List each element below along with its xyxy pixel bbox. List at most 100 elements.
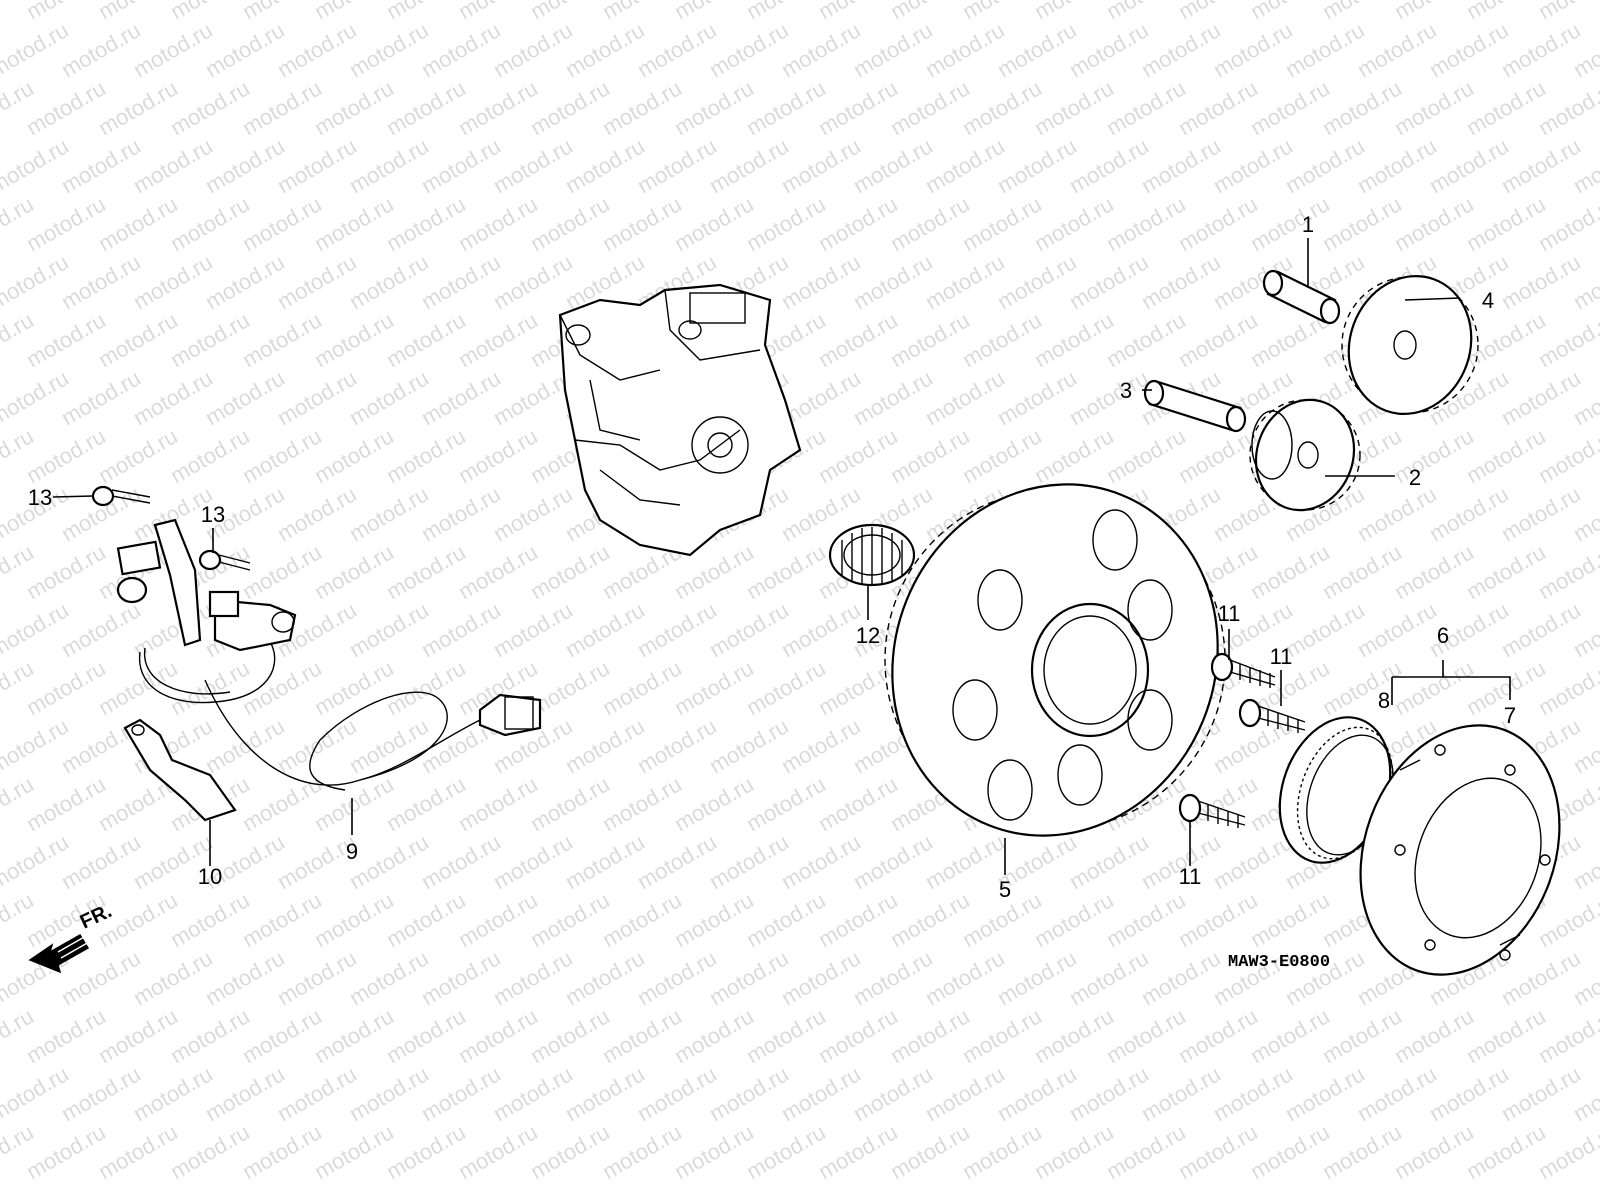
watermark-text: motod.ru [921,249,1009,314]
watermark-text: motod.ru [561,945,649,1010]
watermark-text: motod.ru [310,423,398,488]
watermark-text: motod.ru [22,771,110,836]
idle-gear-2 [1249,398,1361,512]
watermark-text: motod.ru [1246,539,1334,604]
watermark-text: motod.ru [993,133,1081,198]
watermark-text: motod.ru [417,597,505,662]
watermark-text: motod.ru [166,887,254,952]
watermark-text: motod.ru [310,191,398,256]
watermark-text: motod.ru [0,713,73,778]
watermark-text: motod.ru [166,191,254,256]
watermark-text: motod.ru [310,771,398,836]
starter-driven-gear [884,483,1226,837]
watermark-text: motod.ru [1318,1119,1406,1184]
watermark-text: motod.ru [201,17,289,82]
callout-11-b: 11 [1270,644,1293,669]
watermark-text: motod.ru [1246,1119,1334,1184]
watermark-text: motod.ru [1534,1119,1600,1184]
watermark-text: motod.ru [1390,1003,1478,1068]
watermark-text: motod.ru [886,307,974,372]
watermark-text: motod.ru [129,365,217,430]
watermark-text: motod.ru [489,1061,577,1126]
leader-lines [52,238,1511,875]
watermark-text: motod.ru [705,945,793,1010]
watermark-text: motod.ru [886,423,974,488]
watermark-text: motod.ru [0,133,73,198]
watermark-text: motod.ru [201,133,289,198]
watermark-text: motod.ru [526,539,614,604]
watermark-text: motod.ru [1281,597,1369,662]
callout-labels: 1 2 3 4 5 6 7 8 9 10 11 11 11 12 13 13 [28,212,1516,902]
watermark-text: motod.ru [777,829,865,894]
diagram-code: MAW3-E0800 [1228,953,1330,972]
watermark-text: motod.ru [201,249,289,314]
watermark-text: motod.ru [705,597,793,662]
watermark-text: motod.ru [1462,539,1550,604]
watermark-text: motod.ru [310,75,398,140]
watermark-text: motod.ru [1425,1061,1513,1126]
watermark-text: motod.ru [22,307,110,372]
watermark-text: motod.ru [993,365,1081,430]
watermark-text: motod.ru [382,307,470,372]
watermark-text: motod.ru [670,1003,758,1068]
arrow-left-icon [28,929,90,974]
watermark-text: motod.ru [201,945,289,1010]
watermark-text: motod.ru [1353,597,1441,662]
watermark-text: motod.ru [1137,133,1225,198]
callout-3: 3 [1120,378,1132,403]
watermark-text: motod.ru [958,307,1046,372]
watermark-text: motod.ru [454,191,542,256]
watermark-text: motod.ru [454,1003,542,1068]
watermark-text: motod.ru [417,17,505,82]
starter-clutch-outer [1359,724,1561,976]
watermark-text: motod.ru [633,597,721,662]
watermark-text: motod.ru [1102,423,1190,488]
watermark-text: motod.ru [57,17,145,82]
idle-gear-shaft-3 [1143,379,1247,433]
watermark-text: motod.ru [1030,191,1118,256]
watermark-text: motod.ru [129,945,217,1010]
watermark-text: motod.ru [345,829,433,894]
watermark-text: motod.ru [670,191,758,256]
watermark-text: motod.ru [849,17,937,82]
watermark-text: motod.ru [0,249,73,314]
watermark-text: motod.ru [633,829,721,894]
callout-6: 6 [1437,623,1449,648]
watermark-text: motod.ru [1209,133,1297,198]
watermark-text: motod.ru [382,191,470,256]
watermark-text: motod.ru [921,365,1009,430]
watermark-text: motod.ru [1390,191,1478,256]
callout-2: 2 [1409,465,1421,490]
watermark-text: motod.ru [526,1003,614,1068]
watermark-text: motod.ru [633,945,721,1010]
watermark-text: motod.ru [1281,133,1369,198]
watermark-text: motod.ru [1065,133,1153,198]
watermark-text: motod.ru [238,655,326,720]
watermark-text: motod.ru [489,133,577,198]
watermark-text: motod.ru [1030,423,1118,488]
watermark-text: motod.ru [382,75,470,140]
watermark-text: motod.ru [489,17,577,82]
watermark-text: motod.ru [1353,481,1441,546]
watermark-text: motod.ru [489,249,577,314]
watermark-text: motod.ru [633,17,721,82]
watermark-text: motod.ru [345,481,433,546]
watermark-text: motod.ru [1462,307,1550,372]
callout-1: 1 [1302,212,1314,237]
watermark-text: motod.ru [94,75,182,140]
watermark-text: motod.ru [526,887,614,952]
watermark-text: motod.ru [0,365,73,430]
watermark-text: motod.ru [1318,539,1406,604]
watermark-text: motod.ru [94,1003,182,1068]
watermark-text: motod.ru [0,597,73,662]
watermark-text: motod.ru [22,1003,110,1068]
watermark-text: motod.ru [238,1003,326,1068]
watermark-text: motod.ru [417,365,505,430]
callout-11-a: 11 [1218,601,1241,626]
watermark-text: motod.ru [1534,1003,1600,1068]
watermark-text: motod.ru [742,771,830,836]
watermark-text: motod.ru [22,191,110,256]
watermark-text: motod.ru [1174,1003,1262,1068]
watermark-text: motod.ru [382,539,470,604]
